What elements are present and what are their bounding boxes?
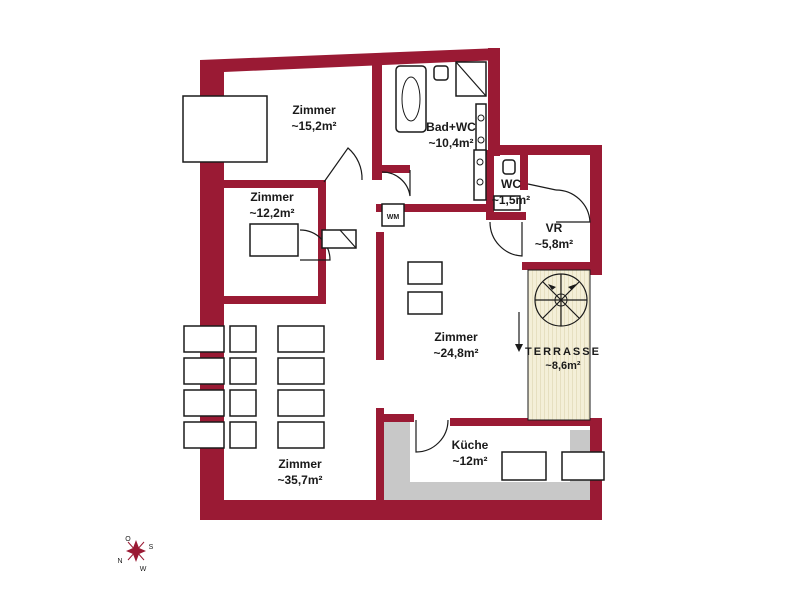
room-area: ~35,7m² <box>277 473 322 487</box>
wc-fixtures <box>493 159 521 211</box>
room-name: Zimmer <box>250 190 294 204</box>
terrace-arrow <box>515 312 523 352</box>
doors <box>299 147 591 453</box>
room-name: Zimmer <box>292 103 336 117</box>
room-area: ~5,8m² <box>535 237 573 251</box>
compass-w-label: W <box>140 566 147 573</box>
compass-o-label: O <box>125 536 131 543</box>
room-name: TERRASSE <box>525 346 601 358</box>
room-area: ~12m² <box>452 454 487 468</box>
room-name: WC <box>501 177 521 191</box>
spiral-staircase <box>534 273 588 327</box>
bath-fixtures <box>381 61 487 227</box>
room-name: Zimmer <box>434 330 478 344</box>
room-area: ~10,4m² <box>428 136 473 150</box>
room-area: ~24,8m² <box>433 346 478 360</box>
zimmer12-desk <box>249 223 299 257</box>
room-name: Zimmer <box>278 457 322 471</box>
compass-s-label: S <box>149 544 154 551</box>
room-labels: Zimmer ~15,2m² Bad+WC ~10,4m² WC ~1,5m² … <box>249 103 601 487</box>
room-area: ~8,6m² <box>545 360 580 372</box>
room-area: ~12,2m² <box>249 206 294 220</box>
skylight-window <box>182 95 268 163</box>
room-name: Bad+WC <box>426 120 476 134</box>
compass-icon: O N S W <box>117 536 153 573</box>
zimmer24-furniture <box>407 261 443 315</box>
room-name: VR <box>546 221 563 235</box>
room-area: ~1,5m² <box>492 193 530 207</box>
kitchen-furniture <box>501 451 605 481</box>
terrace-floor <box>527 269 591 421</box>
zimmer35-desks <box>183 325 325 449</box>
room-name: Küche <box>452 438 489 452</box>
room-area: ~15,2m² <box>291 119 336 133</box>
washing-machine-label: WM <box>387 214 400 221</box>
compass-n-label: N <box>117 558 122 565</box>
